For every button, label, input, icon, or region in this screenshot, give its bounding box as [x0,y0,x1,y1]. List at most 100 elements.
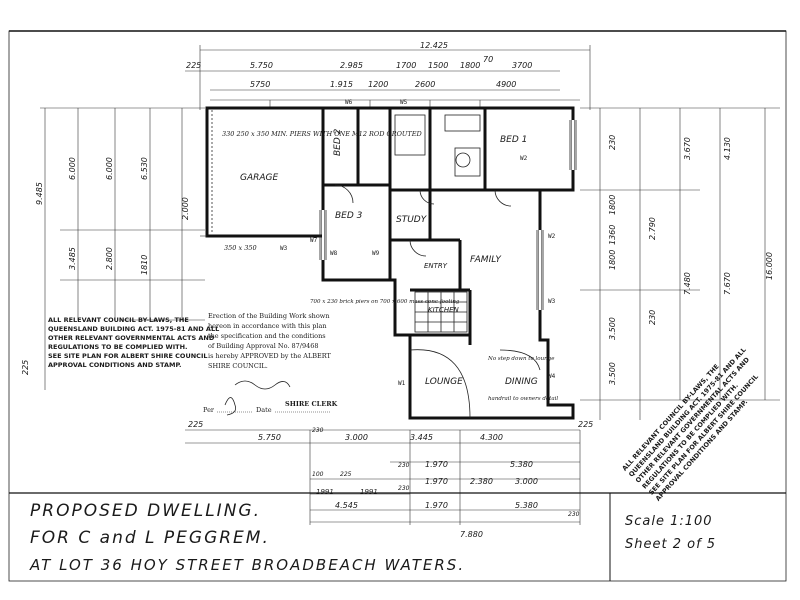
room-labels: GARAGE BED 1 BED 2 BED 3 STUDY FAMILY KI… [240,128,538,387]
vanity-fixture [444,114,481,132]
room-kitchen: KITCHEN [428,306,460,314]
dim-right-12: 3.500 [608,362,617,385]
right-dimensions: 3.670 4.130 7.480 7.670 16.000 230 1800 … [580,107,780,420]
dim-right-11: 3.500 [608,317,617,340]
dim-top-4: 1700 [396,61,416,70]
svg-text:2.380: 2.380 [470,477,493,486]
svg-text:the specification and the cond: the specification and the conditions [208,332,326,340]
dim-right-7: 1800 [608,195,617,215]
svg-text:SHIRE COUNCIL.: SHIRE COUNCIL. [208,362,268,370]
svg-text:5.380: 5.380 [510,460,533,469]
svg-text:230: 230 [398,485,410,492]
title-line-1: PROPOSED DWELLING. [30,501,261,521]
tag-w1: W1 [398,380,406,387]
svg-text:SEE SITE PLAN FOR ALBERT SHIRE: SEE SITE PLAN FOR ALBERT SHIRE COUNCIL [48,352,208,360]
bottom-dimensions: 225 5.750 230 3.000 3.445 4.300 225 230 … [185,420,593,539]
dim-top-2: 5.750 [250,61,273,70]
svg-text:5.750: 5.750 [258,433,281,442]
svg-text:230: 230 [568,511,580,518]
title-sheet: Sheet 2 of 5 [625,537,716,552]
svg-text:225: 225 [578,420,593,429]
room-family: FAMILY [470,255,502,265]
svg-text:4.300: 4.300 [480,433,503,442]
note-pier-small: 350 x 350 [224,244,257,252]
svg-text:230: 230 [398,462,410,469]
tag-w2-top: W2 [520,155,528,162]
note-piers: 330 250 x 350 MIN. PIERS WITH ONE M12 RO… [222,130,422,138]
dim-right-4: 7.670 [723,272,732,295]
dim-overall-width: 12.425 [420,41,448,50]
svg-text:225: 225 [340,471,352,478]
house-outline [321,106,575,420]
svg-text:Erection of the Building Work: Erection of the Building Work shown [208,312,330,320]
room-entry: ENTRY [424,262,448,270]
svg-text:Date: Date [256,406,272,414]
tag-w8: W8 [330,250,338,257]
rotated-approval-stamp: ALL RELEVANT COUNCIL BY-LAWS, THE QUEENS… [621,346,760,503]
tag-w7: W7 [310,237,318,244]
dim-top-row2-4: 2600 [415,80,435,89]
svg-text:OTHER RELEVANT GOVERNMENTAL AC: OTHER RELEVANT GOVERNMENTAL ACTS AND [48,334,215,342]
room-bed2: BED 2 [333,128,343,156]
dim-right-2: 4.130 [723,137,732,160]
tag-w3: W3 [280,245,288,252]
title-block: PROPOSED DWELLING. FOR C and L PEGGREM. … [9,492,786,581]
tag-w9: W9 [372,250,380,257]
dim-top-row2-1: 5750 [250,80,270,89]
svg-text:225: 225 [188,420,203,429]
svg-text:3.000: 3.000 [515,477,538,486]
dim-right-6: 230 [608,135,617,150]
dim-top-8: 3700 [512,61,532,70]
svg-text:4.545: 4.545 [335,501,358,510]
dim-top-row2-2: 1.915 [330,80,353,89]
svg-text:1.970: 1.970 [425,501,448,510]
dim-left-3: 6.000 [105,157,114,180]
svg-text:230: 230 [312,427,324,434]
title-line-2: FOR C and L PEGGREM. [30,528,270,548]
dim-left-9: 225 [21,360,30,375]
sheet-border [8,30,787,582]
svg-text:SHIRE CLERK: SHIRE CLERK [285,400,338,408]
dim-top-row2-3: 1200 [368,80,388,89]
dim-right-9: 1360 [608,225,617,245]
dining-arc [499,349,541,371]
dim-right-1: 3.670 [683,137,692,160]
tag-w5: W5 [400,99,408,106]
dim-top-5: 1500 [428,61,448,70]
note-handrail: handrail to owners detail [488,396,558,402]
svg-text:1991: 1991 [316,488,334,496]
dim-top-7: 70 [483,55,493,64]
room-study: STUDY [396,215,428,225]
dim-left-6: 2.800 [105,247,114,270]
title-line-3: AT LOT 36 HOY STREET BROADBEACH WATERS. [29,556,465,574]
shower-fixture [454,147,481,177]
council-approval-stamp: ALL RELEVANT COUNCIL BY-LAWS, THE QUEENS… [48,316,219,369]
svg-text:APPROVAL CONDITIONS AND STAMP.: APPROVAL CONDITIONS AND STAMP. [48,361,182,369]
svg-text:1991: 1991 [360,488,378,496]
room-lounge: LOUNGE [425,377,463,387]
door-tags: W6 W5 W7 W3 W8 W9 W1 W2 W3 W4 W2 [280,99,556,387]
dim-right-8: 2.790 [648,217,657,240]
top-dimensions: 12.425 225 5.750 2.985 1700 1500 1800 70… [185,41,591,110]
note-lower-piers: 700 x 230 brick piers on 700 x 600 mass … [310,299,460,305]
plan-notes: 330 250 x 350 MIN. PIERS WITH ONE M12 RO… [222,130,558,402]
svg-text:3.445: 3.445 [410,433,433,442]
dim-left-2: 6.000 [68,157,77,180]
dim-top-3: 2.985 [340,61,363,70]
svg-text:QUEENSLAND BUILDING ACT. 1975-: QUEENSLAND BUILDING ACT. 1975-81 AND ALL [48,325,219,333]
dim-right-13: 230 [648,310,657,325]
svg-text:1.970: 1.970 [425,460,448,469]
room-bed3: BED 3 [335,211,363,221]
room-dining: DINING [505,377,538,387]
svg-text:hereon in accordance with this: hereon in accordance with this plan [208,322,327,330]
dim-left-1: 9.485 [35,182,44,205]
dim-right-10: 1800 [608,250,617,270]
dim-overall-depth: 7.880 [460,530,483,539]
dim-top-row2-5: 4900 [496,80,516,89]
garage-outline [205,106,325,238]
room-bed1: BED 1 [500,135,527,145]
tag-w3-right: W3 [548,298,556,305]
dim-left-5: 3.485 [68,247,77,270]
dim-right-5: 16.000 [765,252,774,280]
